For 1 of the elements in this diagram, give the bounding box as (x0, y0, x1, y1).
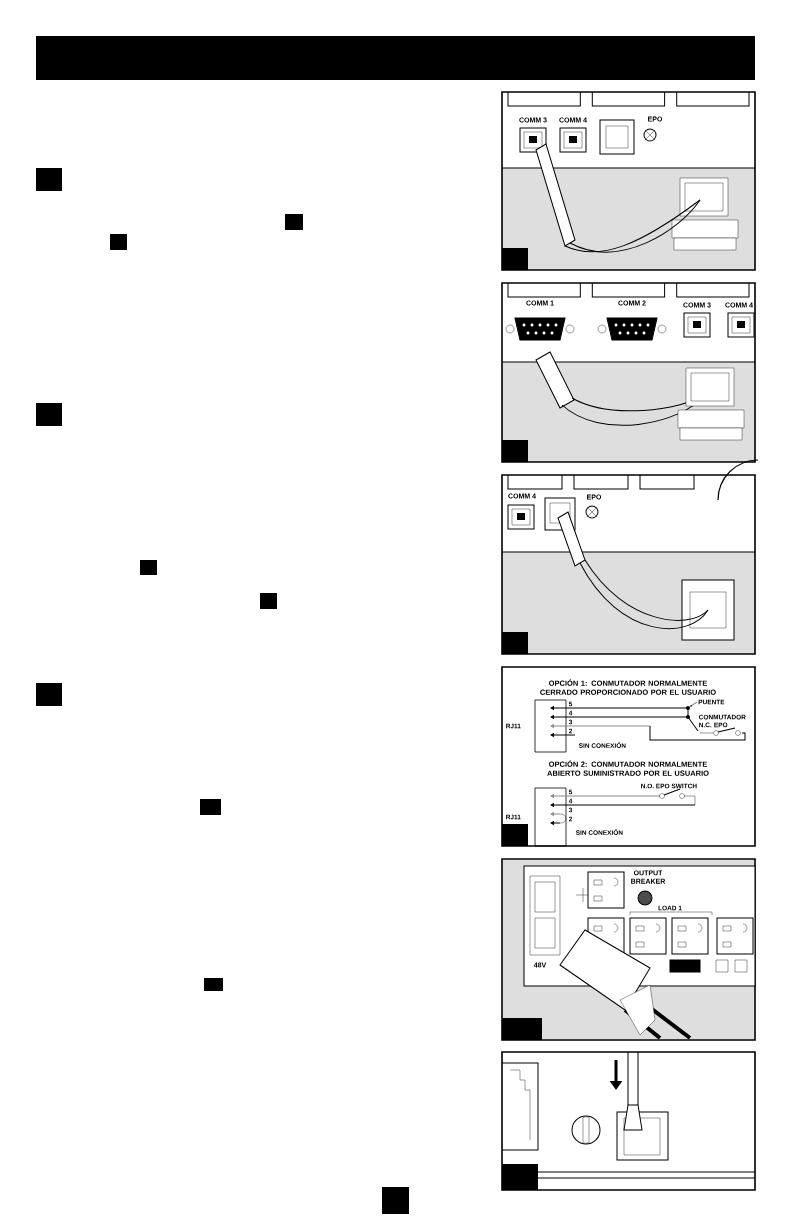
leader-line (690, 701, 698, 707)
